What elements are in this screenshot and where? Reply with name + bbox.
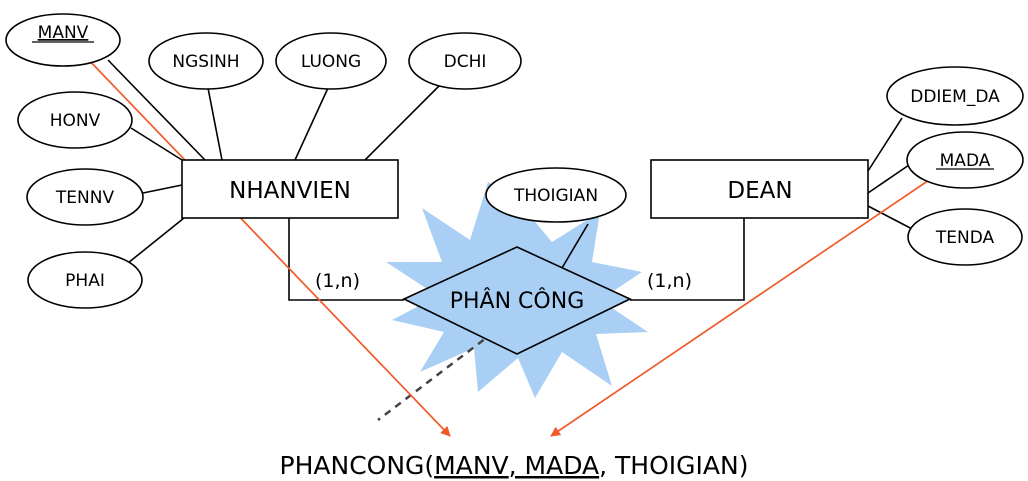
dean-attribute-lines [867, 117, 917, 232]
arrow-manv [83, 54, 451, 437]
relationship-label: PHÂN CÔNG [450, 288, 585, 314]
attr-tennv-label: TENNV [55, 188, 115, 208]
schema-key-mada: MADA [525, 451, 600, 480]
attr-tenda: TENDA [907, 208, 1023, 266]
attr-manv: MANV [5, 13, 121, 67]
relation-schema: PHANCONG(MANV, MADA, THOIGIAN) [280, 451, 749, 480]
attr-thoigian-label: THOIGIAN [513, 186, 598, 206]
cardinality-left: (1,n) [315, 270, 360, 292]
attr-mada-label: MADA [940, 151, 991, 171]
attr-thoigian: THOIGIAN [485, 167, 627, 223]
nhanvien-attribute-lines [107, 59, 441, 264]
entity-dean: DEAN [650, 159, 869, 219]
attr-manv-label: MANV [38, 23, 89, 43]
attr-dchi-label: DCHI [444, 52, 487, 72]
schema-rest: , THOIGIAN) [599, 451, 748, 480]
dashed-pointer-line [377, 331, 495, 421]
attr-ngsinh-label: NGSINH [172, 52, 239, 72]
schema-key-manv: MANV [434, 451, 508, 480]
foreign-key-arrows [83, 54, 936, 437]
relationship-lines [288, 218, 745, 301]
attr-phai: PHAI [27, 251, 143, 309]
attr-honv-label: HONV [50, 111, 101, 131]
entity-nhanvien: NHANVIEN [181, 159, 399, 219]
attr-dchi: DCHI [408, 32, 522, 90]
attr-honv: HONV [17, 91, 133, 149]
attr-ddiem-da: DDIEM_DA [886, 66, 1024, 126]
attr-luong: LUONG [275, 32, 387, 90]
attr-luong-label: LUONG [301, 52, 361, 72]
relationship-phancong: PHÂN CÔNG [402, 246, 632, 355]
cardinality-right: (1,n) [647, 270, 692, 292]
attr-ngsinh: NGSINH [148, 32, 264, 90]
attr-ddiem-da-label: DDIEM_DA [910, 87, 1000, 107]
schema-prefix: PHANCONG( [280, 451, 435, 480]
schema-separator: , [509, 451, 525, 480]
attr-phai-label: PHAI [65, 271, 105, 291]
arrow-mada [550, 175, 936, 437]
attr-mada: MADA [906, 131, 1024, 189]
attr-tennv: TENNV [26, 168, 144, 226]
attr-tenda-label: TENDA [935, 228, 995, 248]
entity-dean-label: DEAN [727, 178, 792, 204]
entity-nhanvien-label: NHANVIEN [229, 178, 351, 204]
